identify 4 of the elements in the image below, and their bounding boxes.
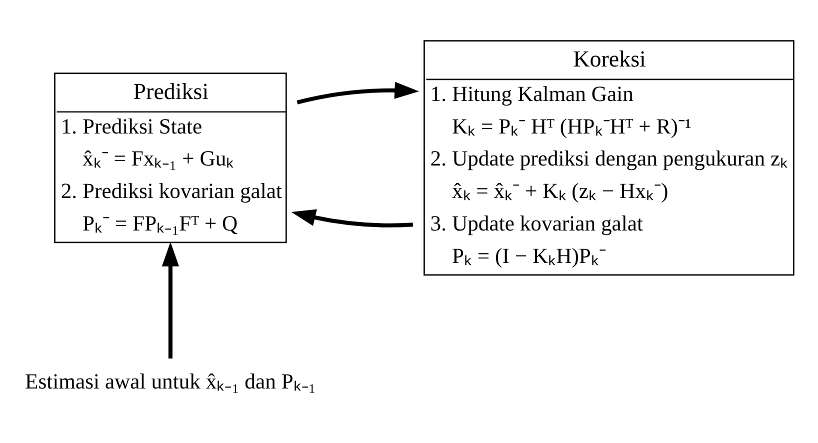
arrow: [162, 242, 180, 358]
arrow: [296, 82, 420, 104]
node-text: Estimasi awal untuk x̂ₖ₋₁ dan Pₖ₋₁: [25, 369, 316, 394]
arrow: [291, 209, 414, 228]
